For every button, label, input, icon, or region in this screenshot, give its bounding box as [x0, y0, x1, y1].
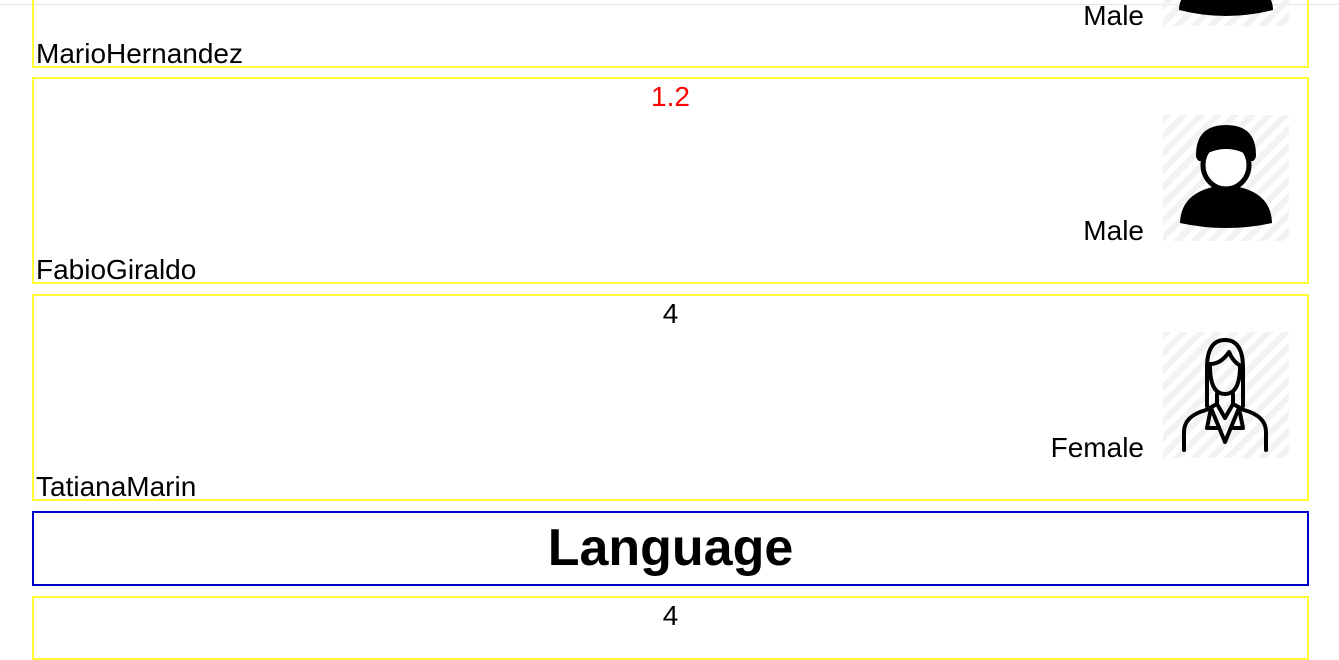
user-name: MarioHernandez [36, 38, 243, 69]
female-avatar-icon [1163, 332, 1289, 458]
user-card: Male MarioHernandez [32, 0, 1309, 69]
section-title: Language [547, 519, 794, 577]
gender-label: Female [1050, 432, 1144, 463]
user-card: 4 [32, 596, 1309, 660]
gender-label: Male [1083, 215, 1144, 246]
top-divider [0, 4, 1339, 5]
user-name: FabioGiraldo [36, 254, 197, 285]
score-value: 4 [662, 298, 679, 329]
user-name: TatianaMarin [36, 471, 197, 502]
user-card: 1.2 Male FabioGiraldo [32, 77, 1309, 285]
user-card: 4 Female TatianaMarin [32, 294, 1309, 502]
section-header: Language [32, 511, 1309, 586]
male-avatar-icon [1163, 0, 1289, 26]
gender-label: Male [1083, 0, 1144, 31]
score-value: 4 [662, 600, 679, 631]
male-avatar-icon [1163, 115, 1289, 241]
score-value: 1.2 [651, 81, 690, 112]
